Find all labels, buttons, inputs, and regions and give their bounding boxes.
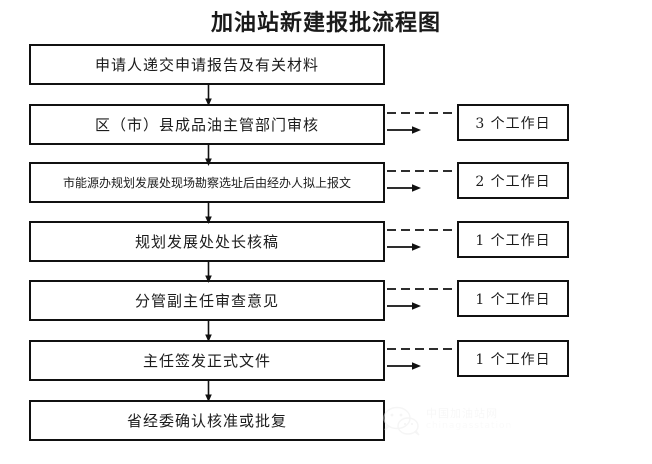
- duration-connector-3: [387, 226, 457, 256]
- down-arrow-icon-2: [203, 145, 214, 166]
- duration-label: 3 个工作日: [475, 115, 551, 132]
- process-step-label: 市能源办规划发展处现场勘察选址后由经办人拟上报文: [62, 176, 351, 190]
- process-step-7: 省经委确认核准或批复: [29, 400, 385, 441]
- process-step-2: 区（市）县成品油主管部门审核: [29, 104, 385, 145]
- page-title: 加油站新建报批流程图: [210, 10, 441, 36]
- process-step-label: 规划发展处处长核稿: [134, 233, 279, 251]
- down-arrow-icon-5: [203, 321, 214, 342]
- duration-label: 2 个工作日: [475, 173, 551, 190]
- watermark-subtext: chinagasstation: [426, 421, 513, 431]
- duration-label: 1 个工作日: [475, 232, 551, 249]
- duration-box-3: 1 个工作日: [457, 221, 569, 258]
- process-step-4: 规划发展处处长核稿: [29, 221, 385, 262]
- down-arrow-icon-3: [203, 203, 214, 224]
- duration-box-1: 3 个工作日: [457, 104, 569, 141]
- down-arrow-icon-1: [203, 85, 214, 106]
- process-step-1: 申请人递交申请报告及有关材料: [29, 44, 385, 85]
- process-step-6: 主任签发正式文件: [29, 340, 385, 381]
- duration-box-5: 1 个工作日: [457, 340, 569, 377]
- duration-connector-1: [387, 109, 457, 139]
- process-step-label: 省经委确认核准或批复: [126, 412, 287, 430]
- process-step-label: 主任签发正式文件: [142, 352, 271, 370]
- duration-label: 1 个工作日: [475, 291, 551, 308]
- duration-connector-2: [387, 167, 457, 197]
- watermark-text: 中国加油站网: [426, 407, 498, 420]
- down-arrow-icon-4: [203, 262, 214, 283]
- down-arrow-icon-6: [203, 381, 214, 402]
- process-step-label: 分管副主任审查意见: [134, 292, 279, 310]
- duration-connector-5: [387, 345, 457, 375]
- duration-label: 1 个工作日: [475, 351, 551, 368]
- process-step-5: 分管副主任审查意见: [29, 280, 385, 321]
- duration-connector-4: [387, 285, 457, 315]
- watermark: 中国加油站网 chinagasstation: [378, 402, 608, 442]
- duration-box-4: 1 个工作日: [457, 280, 569, 317]
- process-step-3: 市能源办规划发展处现场勘察选址后由经办人拟上报文: [29, 162, 385, 203]
- duration-box-2: 2 个工作日: [457, 162, 569, 199]
- process-step-label: 区（市）县成品油主管部门审核: [94, 116, 319, 134]
- process-step-label: 申请人递交申请报告及有关材料: [94, 56, 319, 74]
